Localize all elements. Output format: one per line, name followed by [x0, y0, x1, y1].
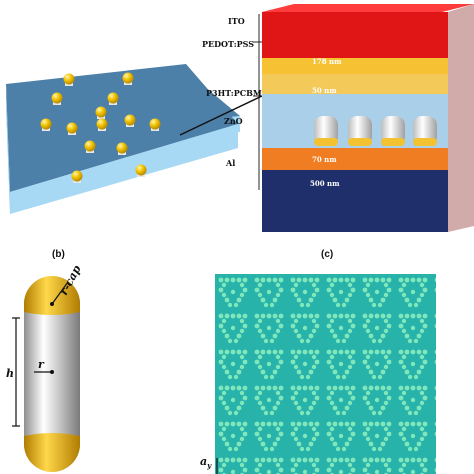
gold-particle	[84, 140, 96, 153]
slab	[6, 64, 238, 214]
stack-right-face	[448, 4, 474, 232]
panel-label-b: (b)	[52, 249, 65, 260]
embedded-nanorod	[381, 116, 405, 146]
array-pattern	[215, 274, 436, 474]
gold-particle	[51, 92, 63, 105]
thickness-al: 500 nm	[310, 179, 340, 188]
embedded-nanorod	[413, 116, 437, 146]
cap-radius-line	[51, 281, 69, 305]
nanorod	[12, 276, 80, 472]
gold-particle	[149, 118, 161, 131]
thickness-ito: 178 nm	[312, 57, 342, 66]
axis-label: ay	[200, 455, 212, 470]
gold-particle	[116, 142, 128, 155]
label-zno: ZnO	[224, 116, 243, 126]
gold-particle	[122, 72, 134, 85]
gold-particle	[40, 118, 52, 131]
panel-label-c: (c)	[321, 249, 333, 260]
gold-particle	[124, 114, 136, 127]
layer-p3ht	[262, 74, 448, 94]
thickness-zno: 70 nm	[312, 155, 337, 164]
pointer-line	[179, 95, 263, 136]
label-al: Al	[225, 158, 235, 168]
label-p3ht: P3HT:PCBM	[206, 88, 262, 98]
gold-particle	[107, 92, 119, 105]
label-pedot: PEDOT:PSS	[202, 39, 254, 49]
label-r: r	[38, 358, 45, 371]
nanorod-bottom-cap	[24, 433, 80, 472]
layer-ito	[262, 12, 448, 58]
embedded-nanorod	[314, 116, 338, 146]
label-h: h	[6, 367, 14, 380]
gold-particle	[135, 164, 147, 177]
stack-top-face	[262, 4, 474, 12]
gold-particle	[63, 73, 75, 86]
layer-zno	[262, 148, 448, 170]
layer-al	[262, 170, 448, 232]
gold-particle	[95, 106, 107, 119]
gold-particle	[96, 118, 108, 131]
embedded-nanorod	[348, 116, 372, 146]
gold-particle	[71, 170, 83, 183]
thickness-p3ht: 50 nm	[312, 86, 337, 95]
layer-pedot	[262, 58, 448, 74]
label-ito: ITO	[228, 16, 245, 26]
particle-group	[40, 72, 161, 183]
embedded-nanorods	[314, 116, 437, 146]
gold-particle	[66, 122, 78, 135]
